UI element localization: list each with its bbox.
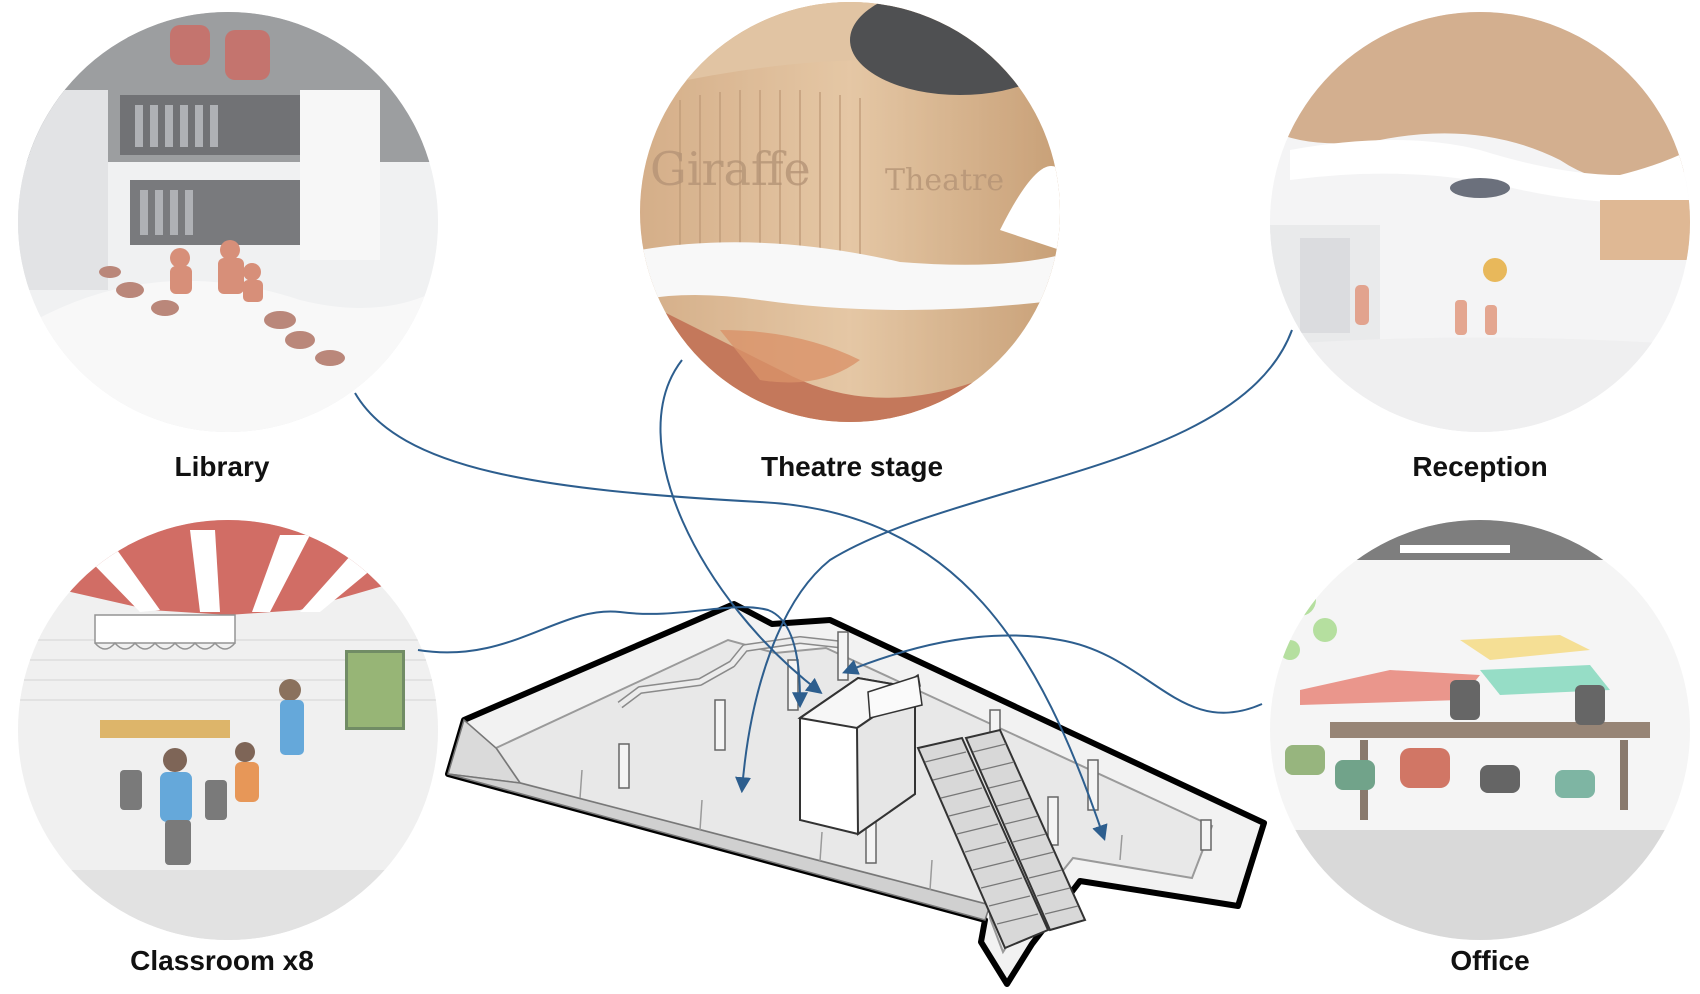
- connector-office: [842, 634, 1263, 714]
- svg-text:Theatre: Theatre: [885, 163, 1004, 198]
- classroom-photo: [18, 520, 438, 940]
- space-label-theatre: Theatre stage: [760, 451, 944, 482]
- space-label-reception: Reception: [1412, 451, 1548, 482]
- library-photo: [18, 12, 438, 432]
- space-label-classroom: Classroom x8: [130, 945, 314, 976]
- theatre-photo: Giraffe Theatre: [640, 2, 1060, 422]
- space-label-library: Library: [174, 451, 270, 482]
- space-label-office: Office: [1450, 945, 1530, 976]
- escalators: [916, 728, 1087, 950]
- connectors: [354, 329, 1293, 842]
- connector-reception: [735, 329, 1293, 794]
- connector-library: [354, 392, 1108, 842]
- connector-classroom: [417, 606, 808, 709]
- svg-text:Giraffe: Giraffe: [650, 142, 811, 196]
- connector-theatre: [659, 359, 823, 694]
- floor-plan-axonometric: [445, 601, 1267, 987]
- office-photo: [1270, 520, 1690, 940]
- reception-photo: [1270, 12, 1690, 432]
